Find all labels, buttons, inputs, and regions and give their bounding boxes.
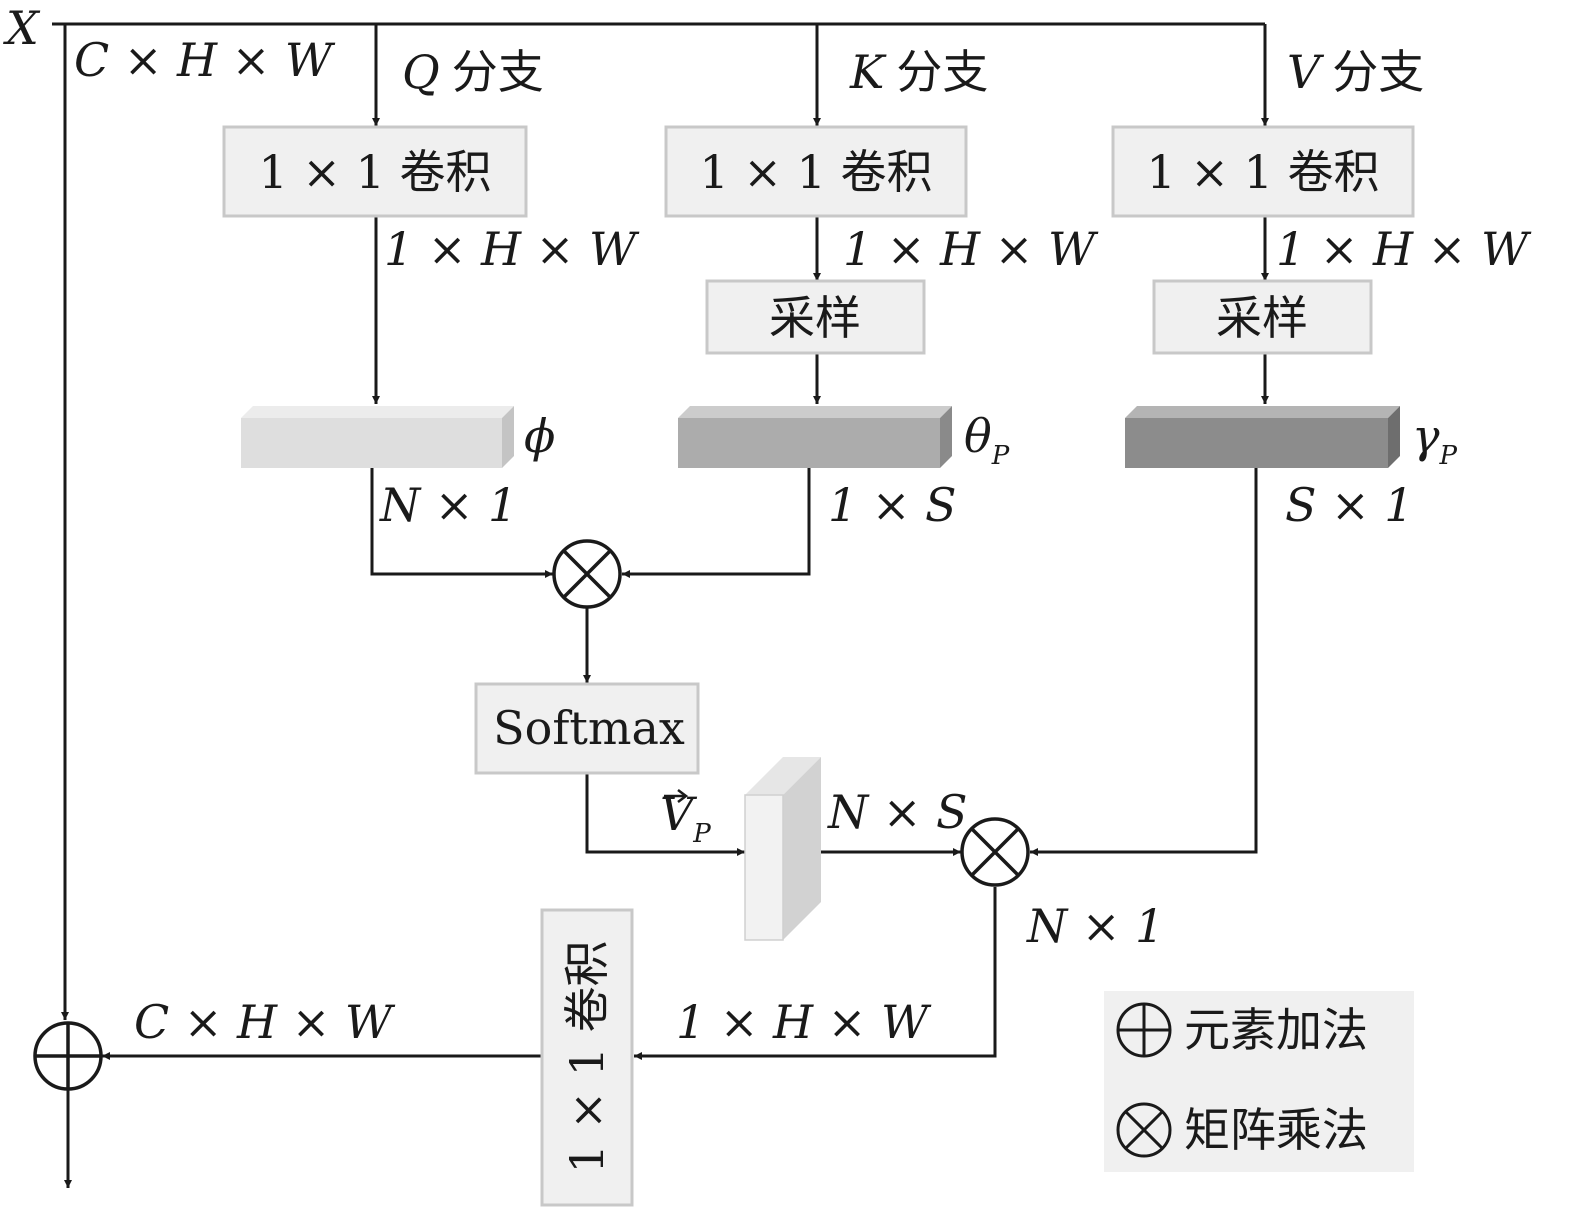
sample-v-label: 采样 xyxy=(1216,291,1308,345)
phi-tensor-top xyxy=(241,406,514,418)
add-op xyxy=(33,1021,103,1091)
conv-v-label: 1 × 1 卷积 xyxy=(1147,145,1380,199)
sample-v-block: 采样 xyxy=(1152,279,1373,355)
sample-k-label: 采样 xyxy=(769,291,861,345)
vp-symbol: V xyxy=(660,787,698,841)
input-label: X xyxy=(3,1,41,55)
wires xyxy=(52,22,1269,1188)
softmax-block: Softmax xyxy=(474,682,700,775)
vp-tensor-front xyxy=(744,794,784,941)
gamma-wire xyxy=(1030,468,1258,856)
conv-q-label: 1 × 1 卷积 xyxy=(259,145,492,199)
phi-symbol: ϕ xyxy=(524,409,555,463)
product-wire xyxy=(634,887,997,1060)
vector-arrow-head-icon xyxy=(677,789,689,803)
conv-k-label: 1 × 1 卷积 xyxy=(700,145,933,199)
gamma-tensor-front xyxy=(1125,418,1388,468)
gamma-tensor xyxy=(1125,406,1400,468)
input-dim-label: C × H × W xyxy=(74,33,336,87)
vp-tensor-side xyxy=(783,757,821,940)
softmax-out-wire xyxy=(585,773,745,856)
phi-tensor-front xyxy=(241,418,502,468)
gamma-tensor-side xyxy=(1388,406,1400,468)
vp-label: VP xyxy=(660,787,711,849)
phi-dim-label: N × 1 xyxy=(379,478,517,532)
gamma-symbol: γP xyxy=(1412,409,1458,471)
add-legend-icon xyxy=(1116,1002,1172,1058)
theta-tensor-side xyxy=(940,406,952,468)
conv-v-block: 1 × 1 卷积 xyxy=(1111,125,1415,218)
theta-wire xyxy=(622,468,811,578)
theta-dim-label: 1 × S xyxy=(828,478,957,532)
matmul-op-1 xyxy=(552,539,622,609)
vp-tensor-top xyxy=(745,757,821,795)
q-conv-dim-label: 1 × H × W xyxy=(384,222,640,276)
theta-tensor xyxy=(678,406,952,468)
output-dim-label: C × H × W xyxy=(134,995,396,1049)
theta-tensor-front xyxy=(678,418,940,468)
matmul-legend-label: 矩阵乘法 xyxy=(1184,1103,1368,1157)
matmul-legend-icon xyxy=(1116,1102,1172,1158)
v-conv-dim-label: 1 × H × W xyxy=(1276,222,1532,276)
softmax-label: Softmax xyxy=(493,701,685,755)
svg-text:VP: VP xyxy=(660,787,711,849)
phi-tensor-side xyxy=(502,406,514,468)
conv-out-label: 1 × 1 卷积 xyxy=(560,941,614,1174)
conv-out-block: 1 × 1 卷积 xyxy=(540,908,634,1207)
vp-subscript: P xyxy=(692,819,711,849)
product-dim-label: N × 1 xyxy=(1026,899,1164,953)
conv-q-block: 1 × 1 卷积 xyxy=(222,125,528,218)
theta-tensor-top xyxy=(678,406,952,418)
vp-tensor xyxy=(744,757,821,941)
attention-dim-label: N × S xyxy=(827,785,968,839)
gamma-tensor-top xyxy=(1125,406,1400,418)
legend: 元素加法 矩阵乘法 xyxy=(1104,991,1414,1172)
k-conv-dim-label: 1 × H × W xyxy=(843,222,1099,276)
conv-k-block: 1 × 1 卷积 xyxy=(664,125,968,218)
sample-k-block: 采样 xyxy=(705,279,926,355)
gamma-dim-label: S × 1 xyxy=(1285,478,1414,532)
theta-symbol: θP xyxy=(964,409,1010,471)
phi-tensor xyxy=(241,406,514,468)
matmul-op-2 xyxy=(960,817,1030,887)
phi-wire xyxy=(370,468,553,578)
out-conv-dim-label: 1 × H × W xyxy=(676,995,932,1049)
add-legend-label: 元素加法 xyxy=(1184,1003,1368,1057)
